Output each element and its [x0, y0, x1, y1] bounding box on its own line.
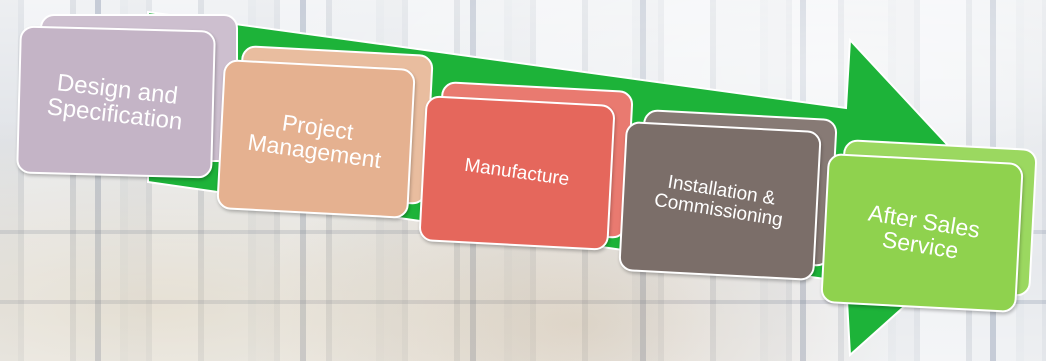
step-installation-and-commissioning: Installation & Commissioning	[618, 109, 842, 284]
step-label: Design and Specification	[45, 69, 184, 136]
step-label: Manufacture	[463, 154, 571, 191]
step-project-management: Project Management	[216, 45, 436, 230]
step-front-panel: Installation & Commissioning	[618, 120, 822, 282]
step-label: After Sales Service	[866, 199, 982, 264]
step-design-and-specification: Design and Specification	[16, 14, 244, 194]
step-after-sales-service: After Sales Service	[820, 139, 1040, 314]
step-front-panel: Project Management	[216, 59, 416, 219]
step-front-panel: Manufacture	[418, 95, 616, 251]
step-manufacture: Manufacture	[418, 81, 638, 256]
step-label: Installation & Commissioning	[652, 171, 785, 231]
step-label: Project Management	[246, 109, 383, 174]
step-front-panel: After Sales Service	[820, 152, 1024, 314]
step-front-panel: Design and Specification	[16, 25, 216, 179]
